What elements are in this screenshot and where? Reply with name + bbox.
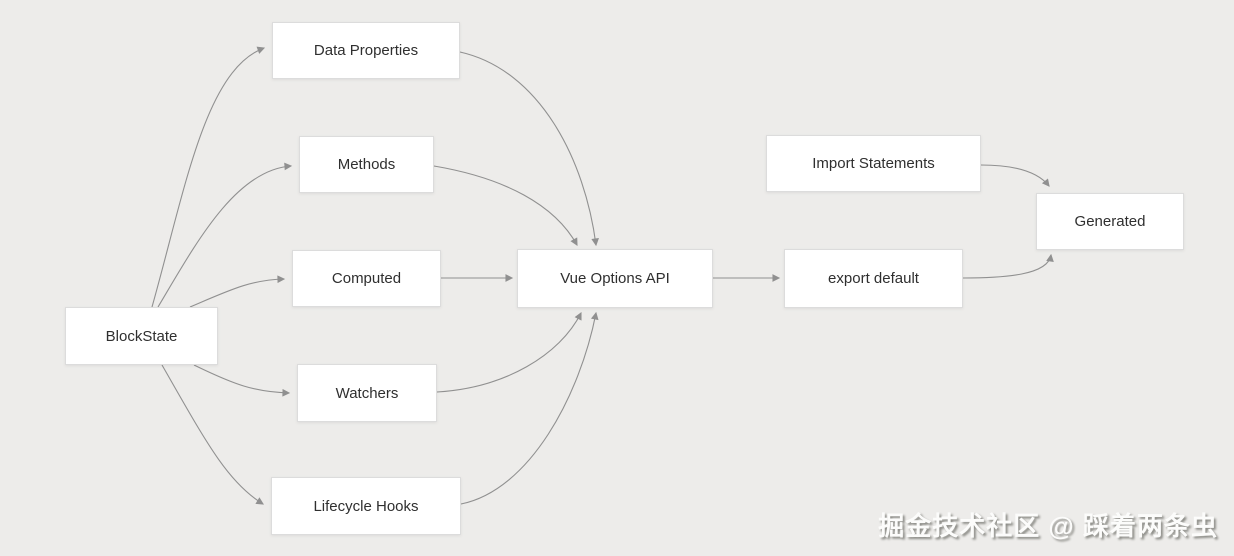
edge-import-statements-generated: [980, 164, 1050, 187]
node-computed-label: Computed: [331, 270, 402, 287]
edge-data-properties-vue-options-api: [459, 51, 599, 247]
node-lifecycle-hooks-label: Lifecycle Hooks: [313, 497, 419, 515]
node-export-default: export default: [784, 249, 963, 308]
node-generated-label: Generated: [1074, 213, 1146, 230]
edge-blockstate-methods: [157, 162, 293, 308]
node-lifecycle-hooks: Lifecycle Hooks: [271, 477, 461, 535]
node-methods-label: Methods: [337, 156, 396, 173]
node-export-default-label: export default: [828, 270, 919, 287]
node-watchers-label: Watchers: [335, 384, 399, 402]
edge-watchers-vue-options-api: [436, 311, 582, 393]
juejin-watermark: 掘金技术社区 @ 踩着两条虫: [878, 511, 1218, 541]
edge-blockstate-computed: [189, 275, 286, 308]
node-generated: Generated: [1036, 193, 1184, 250]
node-data-properties: Data Properties: [272, 22, 460, 79]
node-import-statements-label: Import Statements: [812, 155, 935, 172]
edge-lifecycle-hooks-vue-options-api: [460, 311, 599, 505]
edge-blockstate-lifecycle-hooks: [161, 364, 264, 505]
edge-methods-vue-options-api: [433, 165, 578, 247]
node-vue-options-api: Vue Options API: [517, 249, 713, 308]
node-methods: Methods: [299, 136, 434, 193]
node-computed: Computed: [292, 250, 441, 307]
node-import-statements: Import Statements: [766, 135, 981, 192]
edge-blockstate-watchers: [193, 364, 291, 397]
node-blockstate-label: BlockState: [105, 327, 178, 345]
node-data-properties-label: Data Properties: [313, 42, 419, 59]
node-watchers: Watchers: [297, 364, 437, 422]
edge-export-default-generated: [962, 253, 1054, 279]
edge-blockstate-data-properties: [151, 46, 266, 308]
node-vue-options-api-label: Vue Options API: [560, 270, 670, 287]
node-blockstate: BlockState: [65, 307, 218, 365]
